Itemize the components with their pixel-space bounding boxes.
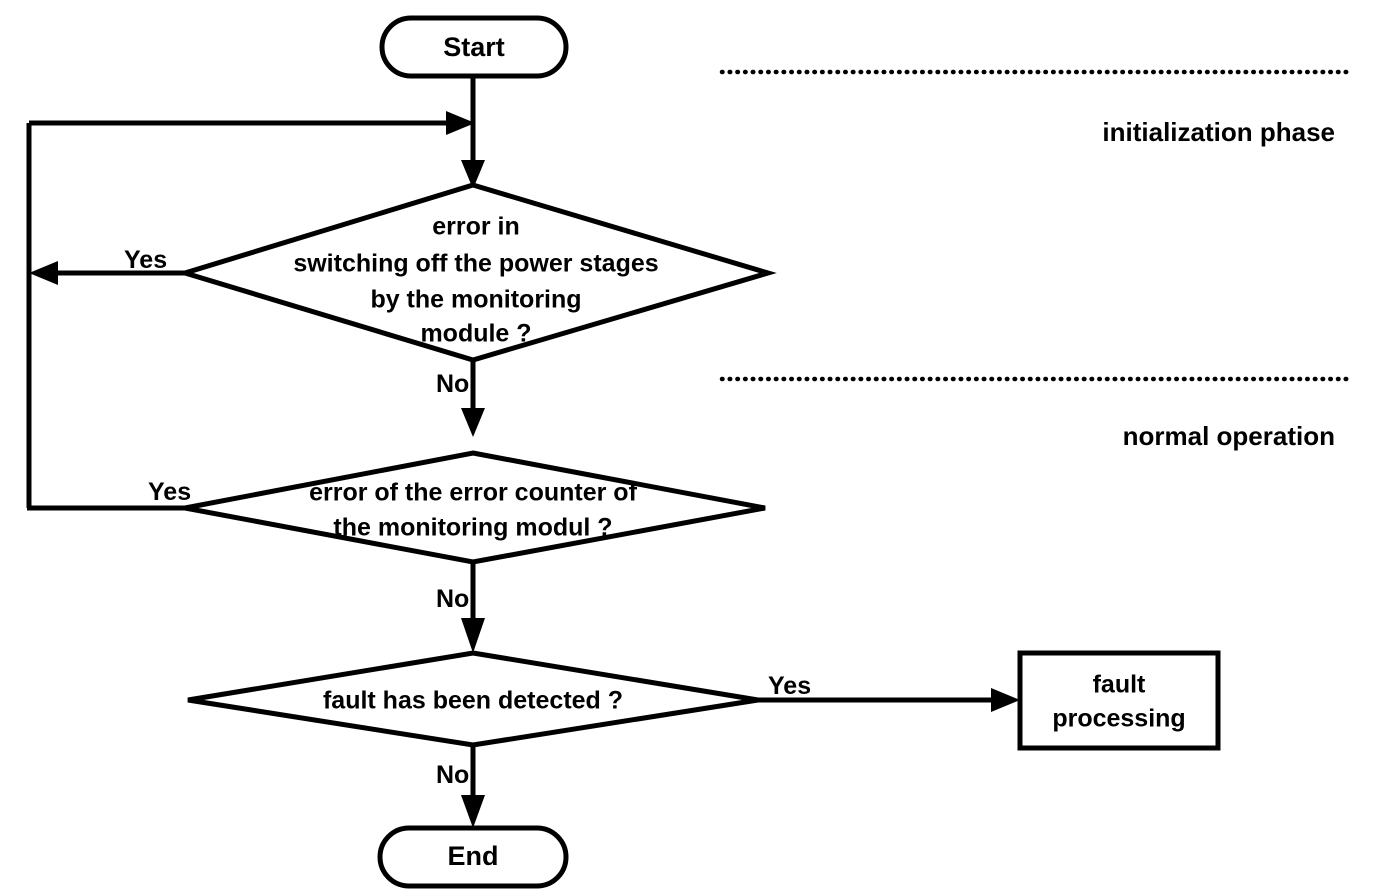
edge-label-decision-3-no: No [436,761,469,789]
edge-decision-3-yes [758,688,1020,712]
arrowhead-down-icon [461,408,485,437]
decision-1-line-1: error in [432,213,520,241]
arrowhead-down-icon [461,618,485,653]
edge-label-decision-1-no: No [436,370,469,398]
edge-feedback-loop-return [29,111,475,135]
arrowhead-down-icon [461,160,485,189]
decision-1-shape [176,182,777,363]
edge-label-decision-2-yes: Yes [148,478,191,506]
edge-label-decision-1-yes: Yes [124,246,167,274]
decision-2-line-2: the monitoring modul ? [333,514,612,542]
decision-3-line-1: fault has been detected ? [323,687,623,715]
arrowhead-right-icon [991,688,1020,712]
node-fault-processing[interactable]: fault processing [1017,650,1221,751]
edge-label-decision-2-no: No [436,585,469,613]
decision-1-line-2: switching off the power stages [293,250,658,278]
node-end[interactable]: End [377,825,569,889]
edge-label-decision-3-yes: Yes [768,672,811,700]
decision-2-line-1: error of the error counter of [309,479,637,507]
decision-3-shape [187,650,759,748]
edge-decision-2-no [461,562,485,653]
phase-label-initialization: initialization phase [1102,117,1335,147]
phase-label-normal-operation: normal operation [1123,421,1335,451]
edge-decision-1-no [461,360,485,437]
fault-processing-line-2: processing [1052,705,1185,733]
decision-1-line-4: module ? [420,320,531,348]
node-start[interactable]: Start [379,15,569,79]
arrowhead-down-icon [461,795,485,828]
fault-processing-line-1: fault [1093,671,1146,699]
start-shape [379,15,569,79]
arrowhead-right-icon [446,111,475,135]
edge-decision-3-no [461,745,485,828]
start-label: Start [443,32,505,62]
edge-decision-1-yes [29,261,185,285]
decision-2-shape [184,450,766,565]
fault-processing-shape [1017,650,1221,751]
end-label: End [448,841,499,871]
node-decision-3[interactable]: fault has been detected ? [187,650,759,748]
node-decision-1[interactable]: error in switching off the power stages … [176,182,777,363]
node-decision-2[interactable]: error of the error counter of the monito… [184,450,766,565]
edge-start-to-decision-1 [461,76,485,189]
decision-1-line-3: by the monitoring [370,286,581,314]
arrowhead-left-icon [29,261,58,285]
end-shape [377,825,569,889]
